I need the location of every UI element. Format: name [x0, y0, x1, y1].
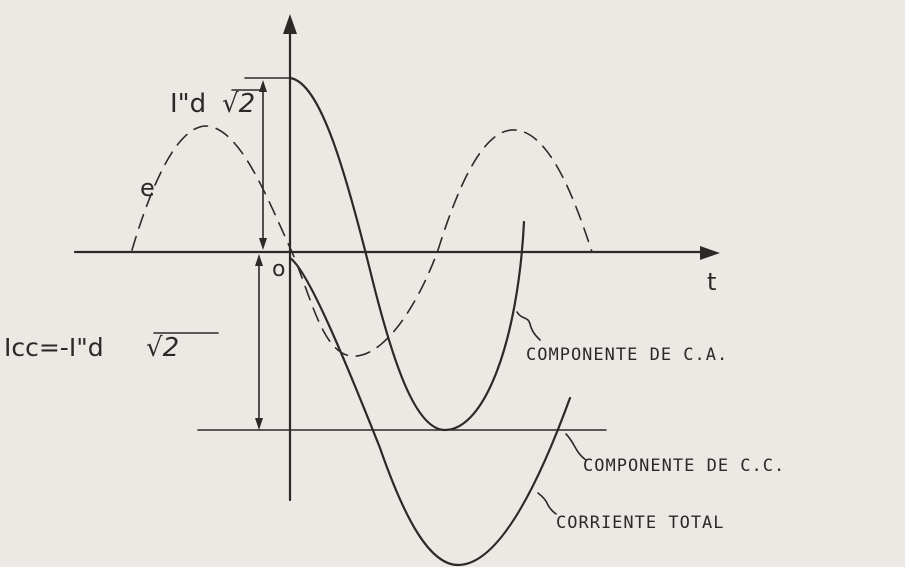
peak-dimension-arrow-top	[259, 80, 267, 92]
peak-sqrt2-label: √2	[222, 89, 255, 119]
voltage-e-label: e	[140, 174, 155, 202]
ac-component-label: COMPONENTE DE C.A.	[526, 345, 728, 365]
ac-component-curve	[288, 76, 526, 432]
origin-label: o	[272, 257, 285, 282]
cc-leader	[565, 433, 587, 461]
dc-component-label: COMPONENTE DE C.C.	[583, 456, 785, 476]
vertical-axis-arrowhead	[283, 14, 297, 34]
peak-label: I"d	[170, 89, 206, 119]
time-axis-arrowhead	[700, 246, 720, 260]
icc-label: Icc=-I"d	[4, 333, 104, 362]
icc-dimension-arrow-bottom	[255, 418, 263, 430]
total-leader	[537, 492, 557, 515]
total-current-label: CORRIENTE TOTAL	[556, 513, 725, 533]
icc-sqrt2-label: √2	[146, 333, 179, 363]
voltage-e-curve	[131, 125, 593, 357]
total-current-curve	[288, 256, 572, 567]
ca-leader	[516, 311, 541, 341]
peak-dimension-arrow-bottom	[259, 238, 267, 250]
icc-dimension-arrow-top	[255, 254, 263, 266]
time-axis-label: t	[707, 268, 716, 296]
